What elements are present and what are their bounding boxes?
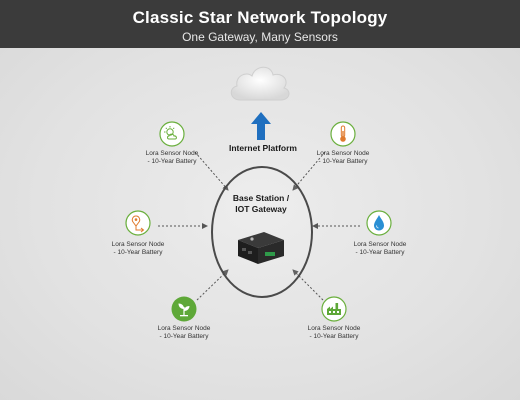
- sensor-node-battery: - 10-Year Battery: [147, 158, 197, 165]
- header-bar: Classic Star Network Topology One Gatewa…: [0, 0, 520, 48]
- sensor-node-name: Lora Sensor Node: [111, 241, 165, 248]
- base-station-label-line2: IOT Gateway: [235, 204, 287, 214]
- plant-leaf-icon: [171, 296, 197, 322]
- water-drop-icon: [366, 210, 392, 236]
- cloud-icon: [230, 66, 290, 101]
- sensor-node-name: Lora Sensor Node: [307, 325, 361, 332]
- base-station-label-line1: Base Station /: [232, 193, 290, 203]
- sensor-node-name: Lora Sensor Node: [316, 150, 370, 157]
- sensor-node-name: Lora Sensor Node: [145, 150, 199, 157]
- sensor-node-label: Lora Sensor Node - 10-Year Battery: [294, 325, 374, 341]
- weather-sun-cloud-icon: [159, 121, 185, 147]
- sensor-node-name: Lora Sensor Node: [157, 325, 211, 332]
- base-station-ring: [211, 166, 313, 298]
- sensor-node-name: Lora Sensor Node: [353, 241, 407, 248]
- upload-arrow-icon: [251, 112, 271, 140]
- thermometer-icon: [330, 121, 356, 147]
- location-pin-icon: [125, 210, 151, 236]
- factory-icon: [321, 296, 347, 322]
- sensor-node-battery: - 10-Year Battery: [309, 333, 359, 340]
- connector-top-right: [292, 151, 326, 191]
- sensor-node-battery: - 10-Year Battery: [318, 158, 368, 165]
- sensor-node-battery: - 10-Year Battery: [159, 333, 209, 340]
- page-subtitle: One Gateway, Many Sensors: [182, 30, 338, 44]
- sensor-node-label: Lora Sensor Node - 10-Year Battery: [144, 325, 224, 341]
- sensor-node-label: Lora Sensor Node - 10-Year Battery: [303, 150, 383, 166]
- sensor-node-label: Lora Sensor Node - 10-Year Battery: [132, 150, 212, 166]
- connector-top-left: [194, 151, 229, 191]
- gateway-device-icon: [238, 232, 284, 264]
- connector-bottom-left: [196, 269, 229, 301]
- internet-platform-label: Internet Platform: [228, 143, 297, 153]
- sensor-node-battery: - 10-Year Battery: [355, 249, 405, 256]
- page-title: Classic Star Network Topology: [132, 8, 388, 27]
- sensor-node-label: Lora Sensor Node - 10-Year Battery: [340, 241, 420, 257]
- sensor-node-battery: - 10-Year Battery: [113, 249, 163, 256]
- base-station-label: Base Station / IOT Gateway: [222, 193, 300, 215]
- connector-bottom-right: [292, 269, 324, 301]
- sensor-node-label: Lora Sensor Node - 10-Year Battery: [98, 241, 178, 257]
